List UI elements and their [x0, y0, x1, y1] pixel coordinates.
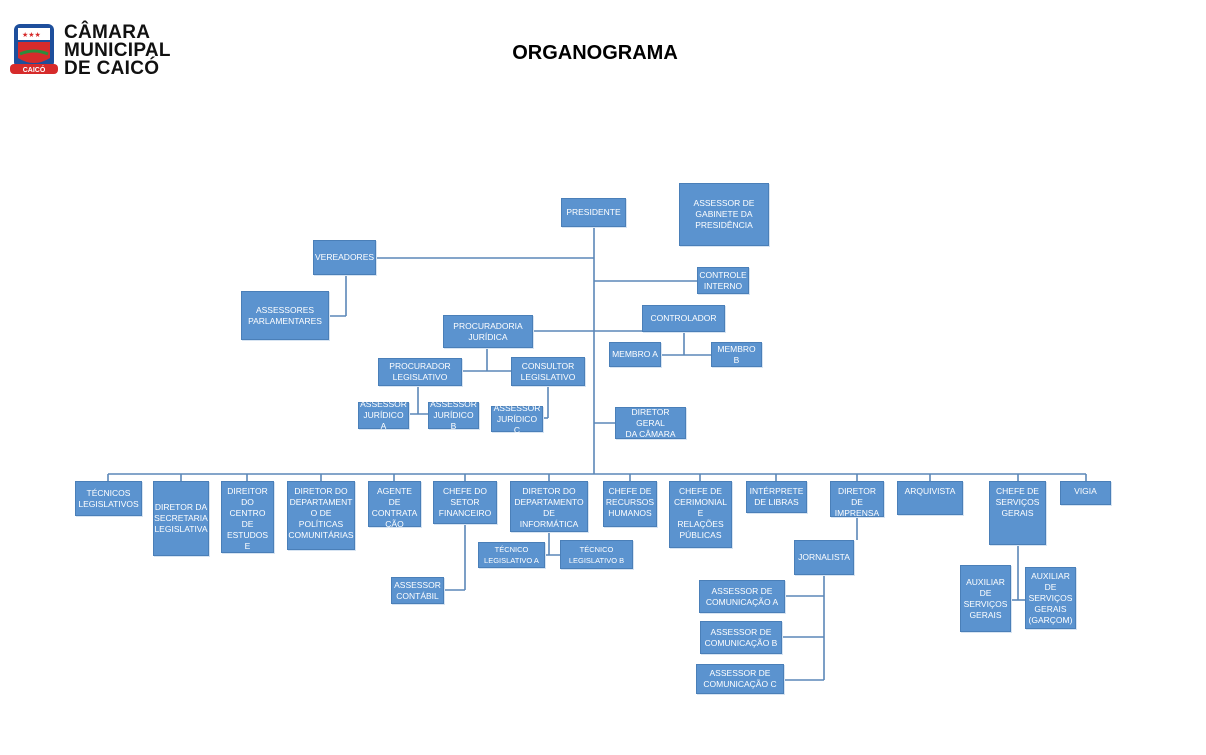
box-assessor-juridico-c: ASSESSOR JURÍDICO C: [491, 403, 543, 435]
box-assessor-comunicacao-b: ASSESSOR DE COMUNICAÇÃO B: [700, 621, 782, 654]
box-chefe-servicos: CHEFE DE SERVIÇOS GERAIS: [989, 481, 1046, 545]
logo-text: CÂMARA MUNICIPAL DE CAICÓ: [64, 22, 171, 79]
box-consultor: CONSULTOR LEGISLATIVO: [511, 357, 585, 386]
box-assessor-comunicacao-c: ASSESSOR DE COMUNICAÇÃO C: [696, 664, 784, 694]
box-diretor-centro: DIREITOR DO CENTRO DE ESTUDOS E DEBATES: [221, 481, 274, 562]
box-assessor-juridico-b: ASSESSOR JURÍDICO B: [428, 399, 479, 431]
box-assessores-parlamentares: ASSESSORES PARLAMENTARES: [241, 291, 329, 340]
box-membro-a: MEMBRO A: [609, 342, 661, 367]
box-assessor-gabinete: ASSESSOR DE GABINETE DA PRESIDÊNCIA: [679, 183, 769, 246]
svg-text:CAICÓ: CAICÓ: [23, 65, 46, 74]
box-tecnico-legislativo-b: TÉCNICO LEGISLATIVO B: [560, 540, 633, 569]
box-jornalista: JORNALISTA: [794, 540, 854, 575]
svg-text:★★★: ★★★: [22, 31, 41, 39]
box-chefe-financeiro: CHEFE DO SETOR FINANCEIRO: [433, 481, 497, 524]
page-title: ORGANOGRAMA: [512, 42, 678, 64]
box-controlador: CONTROLADOR: [642, 305, 725, 332]
box-vigia: VIGIA: [1060, 481, 1111, 505]
box-chefe-rh: CHEFE DE RECURSOS HUMANOS: [603, 481, 657, 527]
seal-icon: ★★★ CAICÓ: [10, 24, 58, 74]
box-agente-contratacao: AGENTE DE CONTRATA ÇÃO: [368, 481, 421, 529]
box-tecnicos-legislativos: TÉCNICOS LEGISLATIVOS: [75, 481, 142, 516]
box-diretor-imprensa: DIRETOR DE IMPRENSA: [830, 481, 884, 518]
box-assessor-juridico-a: ASSESSOR JURÍDICO A: [358, 399, 409, 431]
box-tecnico-legislativo-a: TÉCNICO LEGISLATIVO A: [478, 542, 545, 568]
box-procuradoria: PROCURADORIA JURÍDICA: [443, 315, 533, 348]
box-procurador: PROCURADOR LEGISLATIVO: [378, 358, 462, 386]
box-controle-interno: CONTROLE INTERNO: [697, 267, 749, 294]
box-diretor-secretaria: DIRETOR DA SECRETARIA LEGISLATIVA: [153, 481, 209, 556]
box-vereadores: VEREADORES: [313, 240, 376, 275]
box-auxiliar-servicos: AUXILIAR DE SERVIÇOS GERAIS: [960, 565, 1011, 632]
box-membro-b: MEMBRO B: [711, 342, 762, 367]
box-presidente: PRESIDENTE: [561, 198, 626, 227]
box-diretor-informatica: DIRETOR DO DEPARTAMENTO DE INFORMÁTICA: [510, 481, 588, 532]
box-assessor-comunicacao-a: ASSESSOR DE COMUNICAÇÃO A: [699, 580, 785, 613]
box-assessor-contabil: ASSESSOR CONTÁBIL: [391, 577, 444, 604]
box-arquivista: ARQUIVISTA: [897, 481, 963, 515]
box-diretor-politicas: DIRETOR DO DEPARTAMENT O DE POLÍTICAS CO…: [287, 481, 355, 550]
box-interprete: INTÉRPRETE DE LIBRAS: [746, 481, 807, 513]
box-diretor-geral: DIRETOR GERAL DA CÂMARA: [615, 407, 686, 439]
box-auxiliar-garcom: AUXILIAR DE SERVIÇOS GERAIS (GARÇOM): [1025, 567, 1076, 629]
box-chefe-cerimonial: CHEFE DE CERIMONIAL E RELAÇÕES PÚBLICAS: [669, 481, 732, 548]
camara-logo: ★★★ CAICÓ: [10, 24, 58, 74]
